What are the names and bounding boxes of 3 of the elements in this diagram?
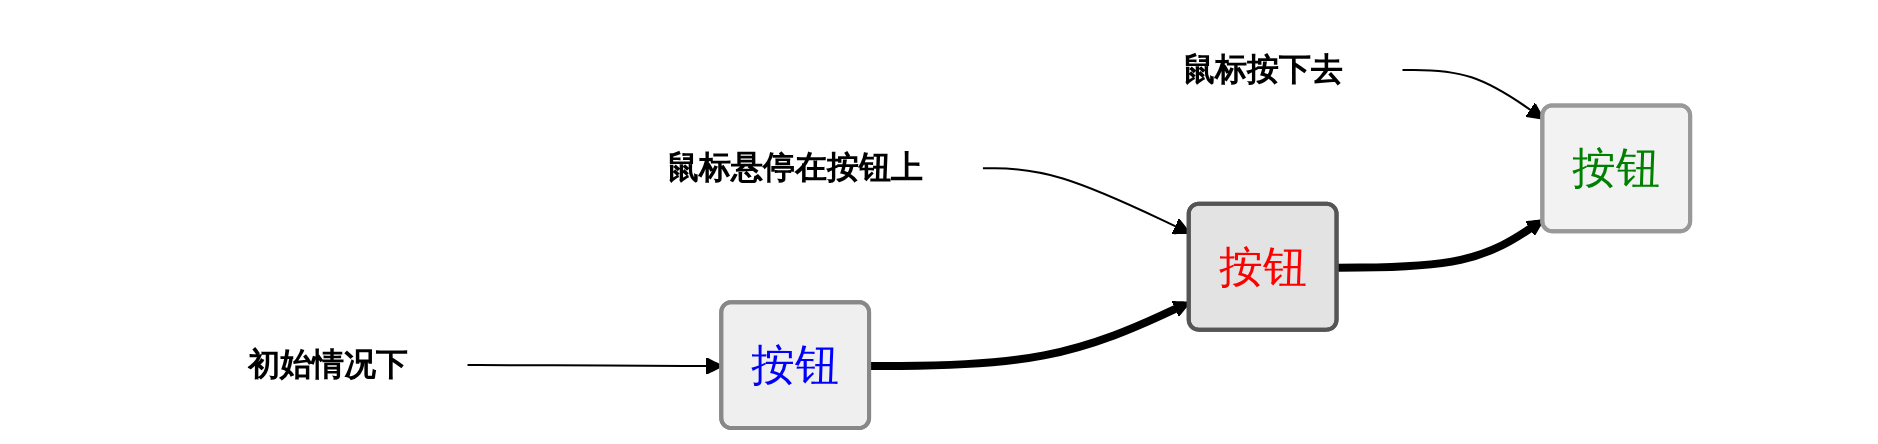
- node-text: 初始情况下: [247, 345, 408, 384]
- node-text: 鼠标悬停在按钮上: [667, 148, 924, 187]
- node-text: 鼠标按下去: [1182, 49, 1343, 88]
